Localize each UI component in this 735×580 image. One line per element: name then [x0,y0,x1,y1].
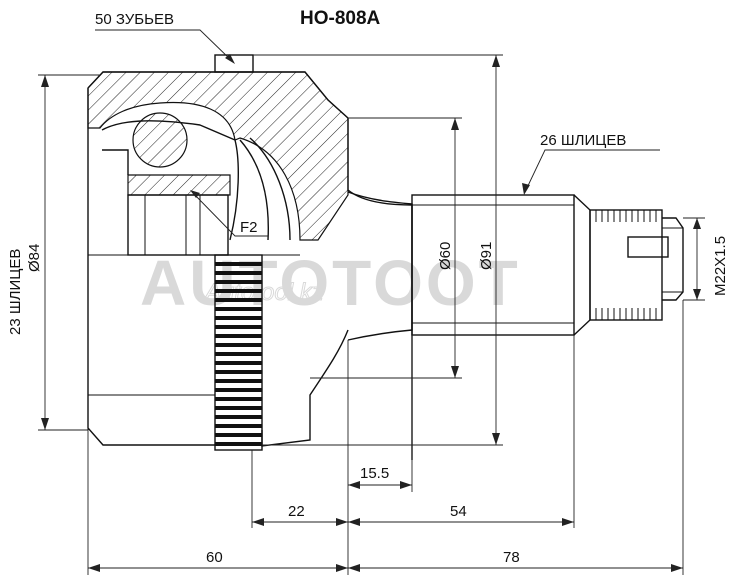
housing-hatched-section [87,71,349,241]
cage-hatched [127,174,231,196]
abs-ring-tooth [215,325,262,329]
dim-60: 60 [206,549,223,566]
inner-race [101,112,291,256]
stub-shaft [411,194,684,336]
dim-15-5: 15.5 [360,465,389,482]
abs-ring-tooth [215,352,262,356]
watermark-text: AUTOTOOT [140,247,521,319]
abs-ring-tooth [215,388,262,392]
abs-ring-tooth [215,415,262,419]
housing-teeth-block [214,54,254,73]
label-inner-splines: 23 ШЛИЦЕВ [7,249,24,335]
label-d60: Ø60 [437,242,454,270]
outer-housing [87,71,413,460]
ball [132,112,188,168]
shaft-spline [589,209,663,321]
abs-ring-tooth [215,262,262,266]
abs-ring-tooth [215,379,262,383]
abs-ring-tooth [215,343,262,347]
abs-ring-tooth [215,271,262,275]
label-inner-diameter: Ø84 [26,244,43,272]
abs-ring-tooth [215,289,262,293]
part-number-title: HO-808A [300,8,381,29]
abs-ring-tooth [215,442,262,446]
callout-spline-outer: 26 ШЛИЦЕВ [540,132,626,149]
abs-ring-tooth [215,334,262,338]
cotter-slot [627,236,669,258]
abs-ring-tooth [215,433,262,437]
spline-stripes [595,210,657,320]
label-thread: M22X1.5 [712,236,729,296]
abs-ring-tooth [215,424,262,428]
abs-ring-tooth [215,406,262,410]
label-d91: Ø91 [478,242,495,270]
callout-f2: F2 [240,219,258,236]
dim-22: 22 [288,503,305,520]
abs-ring-tooth [215,280,262,284]
abs-ring-tooth [215,307,262,311]
callout-teeth: 50 ЗУБЬЕВ [95,11,174,28]
shaft-thread-tip [662,217,684,301]
abs-ring-tooth [215,298,262,302]
abs-ring [214,254,263,451]
dimension-lines [38,29,705,575]
dim-78: 78 [503,549,520,566]
abs-ring-tooth [215,397,262,401]
shaft-spline-transition [573,194,591,336]
abs-ring-tooth [215,316,262,320]
abs-ring-tooth [215,370,262,374]
abs-ring-tooth [215,361,262,365]
shaft-body [411,194,575,336]
inner-hub [127,194,229,256]
dim-54: 54 [450,503,467,520]
